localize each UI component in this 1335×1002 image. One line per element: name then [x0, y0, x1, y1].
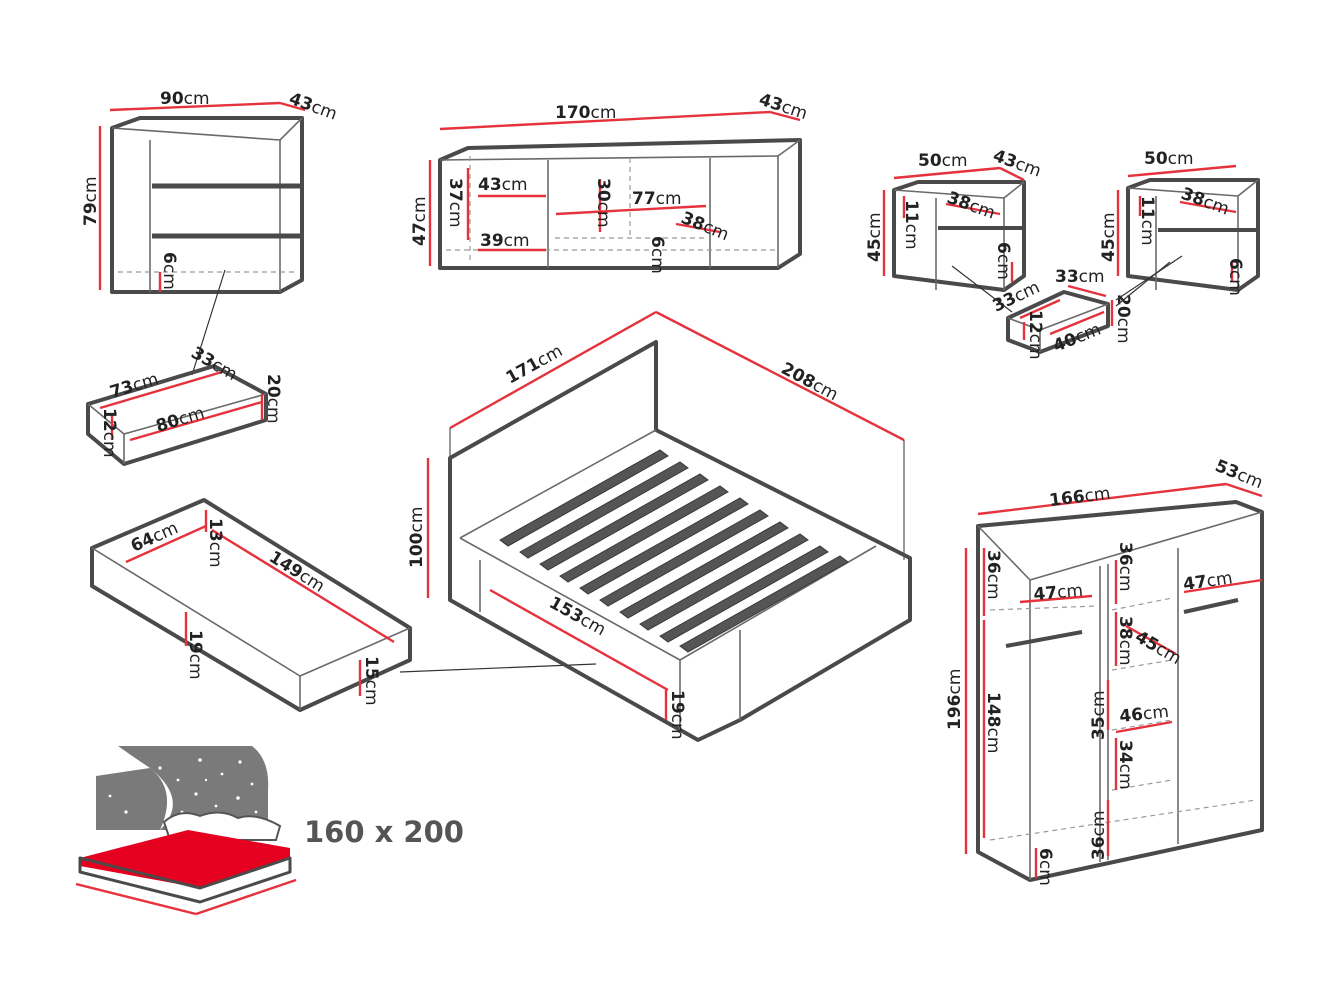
nightstand-right: 50cm 45cm 11cm 38cm 6cm	[1099, 149, 1260, 307]
nightstand-drawer: 33cm 33cm 20cm 12cm 40cm	[990, 267, 1133, 360]
night-sky-icon	[118, 746, 269, 830]
bed: 171cm 208cm 100cm 153cm 19cm	[407, 310, 912, 742]
chest-width-label: 90cm	[160, 89, 210, 109]
nightstand-right-width-label: 50cm	[1144, 149, 1194, 169]
chest-height-label: 79cm	[81, 176, 101, 226]
bed-drawer-width-label: 64cm	[128, 518, 181, 556]
nightstand-right-top-label: 11cm	[1137, 196, 1157, 246]
nightstand-left-plinth-label: 6cm	[993, 242, 1013, 280]
tv-depth-label: 43cm	[756, 90, 809, 124]
chest-of-drawers: 90cm 43cm 79cm 6cm	[81, 89, 340, 376]
tv-inner-depth-label: 38cm	[678, 208, 731, 245]
tv-compartment-width-label: 43cm	[478, 175, 528, 195]
wardrobe-shelf-width-label: 46cm	[1118, 702, 1169, 727]
nightstand-left: 50cm 43cm 45cm 11cm 38cm 6cm	[865, 146, 1044, 313]
wardrobe-shelf-2-label: 35cm	[1089, 690, 1109, 740]
mattress-size-label: 160 x 200	[304, 815, 464, 849]
tv-lower-width-label: 39cm	[480, 231, 530, 251]
chest-drawer-inner-height-label: 12cm	[99, 408, 119, 458]
bed-length-label: 208cm	[778, 359, 842, 405]
bed-drawer-height-label: 19cm	[185, 630, 205, 680]
tv-height-label: 47cm	[410, 196, 430, 246]
chest-drawer-outer-width-label: 80cm	[154, 403, 207, 437]
tv-middle-width-label: 77cm	[632, 189, 682, 209]
nightstand-drawer-length-label: 40cm	[1050, 320, 1103, 357]
chest-drawer-height-label: 20cm	[263, 374, 283, 424]
nightstand-left-shelf-label: 38cm	[944, 188, 997, 224]
bed-drawer-top-label: 13cm	[205, 518, 225, 568]
wardrobe-shelf-1-label: 38cm	[1115, 616, 1135, 666]
nightstand-right-plinth-label: 6cm	[1225, 258, 1245, 296]
bed-side-height-label: 19cm	[667, 690, 687, 740]
chest-plinth-label: 6cm	[159, 252, 179, 290]
wardrobe-top-left-label: 36cm	[983, 550, 1003, 600]
nightstand-left-top-label: 11cm	[901, 200, 921, 250]
wardrobe-shelf-3-label: 34cm	[1115, 740, 1135, 790]
bed-drawer-front-label: 15cm	[361, 656, 381, 706]
nightstand-drawer-depth-label: 33cm	[1055, 267, 1105, 287]
nightstand-drawer-inner-height-label: 12cm	[1025, 310, 1045, 360]
stars-icon	[108, 758, 258, 822]
tv-plinth-label: 6cm	[647, 236, 667, 274]
nightstand-right-height-label: 45cm	[1099, 212, 1119, 262]
wardrobe: 166cm 53cm 196cm 36cm 36cm 47cm 47cm 148…	[945, 456, 1266, 886]
mattress-icon: 160 x 200	[75, 746, 464, 916]
wardrobe-rail-left-label: 47cm	[1033, 581, 1084, 605]
mattress-red-surface	[80, 830, 290, 888]
tv-inner-height-label: 37cm	[445, 178, 465, 228]
wardrobe-height-label: 196cm	[945, 669, 965, 730]
wardrobe-plinth-label: 6cm	[1035, 848, 1055, 886]
bed-slats	[499, 449, 849, 653]
tv-width-label: 170cm	[555, 103, 616, 123]
wardrobe-top-middle-label: 36cm	[1115, 542, 1135, 592]
tv-middle-height-label: 30cm	[593, 178, 613, 228]
nightstand-left-width-label: 50cm	[918, 151, 968, 171]
wardrobe-width-label: 166cm	[1048, 484, 1111, 511]
tv-unit: 170cm 43cm 47cm 37cm 43cm 39cm 30cm 77cm…	[410, 90, 810, 274]
nightstand-left-height-label: 45cm	[865, 212, 885, 262]
wardrobe-rail-right-label: 47cm	[1182, 568, 1234, 595]
nightstand-drawer-height-label: 20cm	[1113, 294, 1133, 344]
chest-drawer: 73cm 33cm 80cm 20cm 12cm	[86, 343, 283, 466]
nightstand-right-shelf-label: 38cm	[1178, 184, 1231, 220]
bed-headboard-height-label: 100cm	[407, 507, 427, 568]
wardrobe-hanging-height-label: 148cm	[983, 692, 1003, 753]
wardrobe-bottom-middle-label: 36cm	[1089, 810, 1109, 860]
